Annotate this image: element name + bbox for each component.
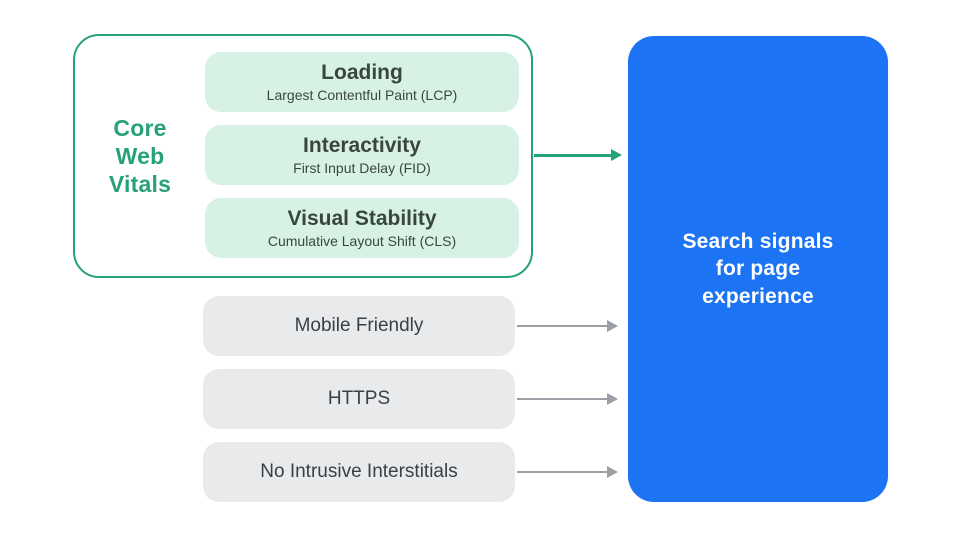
pill-loading: Loading Largest Contentful Paint (LCP) — [205, 52, 519, 112]
pill-interactivity-title: Interactivity — [303, 133, 421, 157]
signal-mobile-friendly: Mobile Friendly — [203, 296, 515, 356]
core-web-vitals-label: Core Web Vitals — [108, 114, 172, 198]
signal-mobile-friendly-label: Mobile Friendly — [294, 315, 424, 336]
core-web-vitals-pill-list: Loading Largest Contentful Paint (LCP) I… — [205, 52, 519, 258]
pill-loading-subtitle: Largest Contentful Paint (LCP) — [266, 87, 458, 104]
pill-visual-stability-title: Visual Stability — [287, 206, 437, 230]
pill-loading-title: Loading — [321, 60, 403, 84]
arrow-right-icon-mobile-friendly — [517, 325, 607, 327]
arrow-right-icon-no-intrusive-interstitials — [517, 471, 607, 473]
search-signals-box: Search signals for page experience — [628, 36, 888, 502]
signal-no-intrusive-interstitials-label: No Intrusive Interstitials — [260, 461, 458, 482]
signal-https-label: HTTPS — [327, 388, 391, 409]
search-signals-label: Search signals for page experience — [682, 230, 834, 308]
core-web-vitals-group: Core Web Vitals Loading Largest Contentf… — [73, 34, 533, 278]
signal-no-intrusive-interstitials: No Intrusive Interstitials — [203, 442, 515, 502]
pill-visual-stability: Visual Stability Cumulative Layout Shift… — [205, 198, 519, 258]
pill-visual-stability-subtitle: Cumulative Layout Shift (CLS) — [267, 233, 457, 250]
signal-https: HTTPS — [203, 369, 515, 429]
pill-interactivity: Interactivity First Input Delay (FID) — [205, 125, 519, 185]
pill-interactivity-subtitle: First Input Delay (FID) — [293, 160, 431, 177]
arrow-right-icon-core-web-vitals — [534, 154, 611, 157]
arrow-right-icon-https — [517, 398, 607, 400]
